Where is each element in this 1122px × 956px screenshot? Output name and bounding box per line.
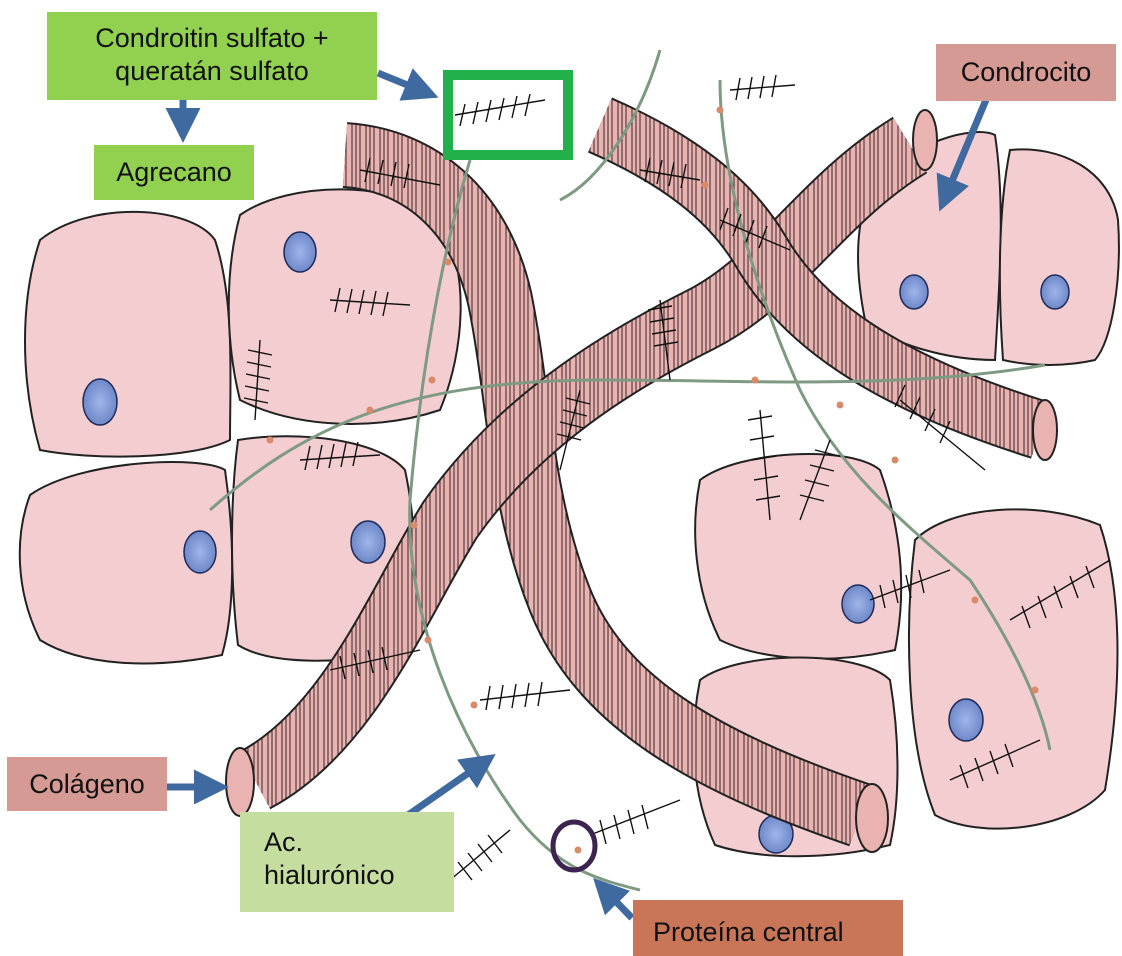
aggrecan bbox=[480, 682, 570, 710]
colageno-label: Colágeno bbox=[7, 757, 167, 811]
aggrecan bbox=[455, 94, 545, 126]
chondrocyte-cell bbox=[25, 212, 231, 457]
nucleus bbox=[284, 232, 316, 272]
arrow-to-aggrecan-box bbox=[378, 73, 432, 95]
aggrecan bbox=[590, 800, 680, 844]
hialuronico-label-line1: Ac. bbox=[264, 826, 454, 859]
nucleus bbox=[351, 521, 385, 563]
condroitin-label-line2: queratán sulfato bbox=[47, 55, 377, 88]
aggrecan bbox=[730, 75, 795, 100]
collagen-fiber-end bbox=[856, 784, 888, 852]
nucleus bbox=[900, 275, 928, 309]
aggrecan-highlight-box bbox=[448, 75, 568, 155]
nucleus bbox=[842, 585, 874, 623]
nucleus bbox=[184, 531, 216, 573]
collagen-fiber-end bbox=[1033, 400, 1057, 460]
chondrocyte-cell bbox=[909, 509, 1117, 828]
agrecano-label: Agrecano bbox=[94, 145, 254, 200]
aggrecan bbox=[450, 830, 510, 880]
acido-hialuronico-label: Ac. hialurónico bbox=[240, 812, 454, 912]
arrow-to-core-protein bbox=[598, 883, 632, 918]
nucleus bbox=[83, 379, 117, 425]
chondrocyte-cells bbox=[20, 132, 1119, 856]
chondrocyte-cell bbox=[1000, 149, 1119, 365]
collagen-fiber-end bbox=[913, 110, 937, 170]
hialuronico-label-line2: hialurónico bbox=[264, 859, 454, 892]
core-protein-highlight-circle bbox=[553, 822, 595, 870]
nucleus bbox=[949, 699, 983, 741]
chondrocyte-cell bbox=[695, 454, 901, 659]
nucleus bbox=[1041, 275, 1069, 309]
proteina-central-label: Proteína central bbox=[633, 900, 903, 956]
collagen-fiber-end bbox=[226, 748, 254, 816]
condrocito-label: Condrocito bbox=[936, 44, 1116, 101]
condroitin-queratan-label: Condroitin sulfato + queratán sulfato bbox=[47, 12, 377, 100]
condroitin-label-line1: Condroitin sulfato + bbox=[47, 22, 377, 55]
